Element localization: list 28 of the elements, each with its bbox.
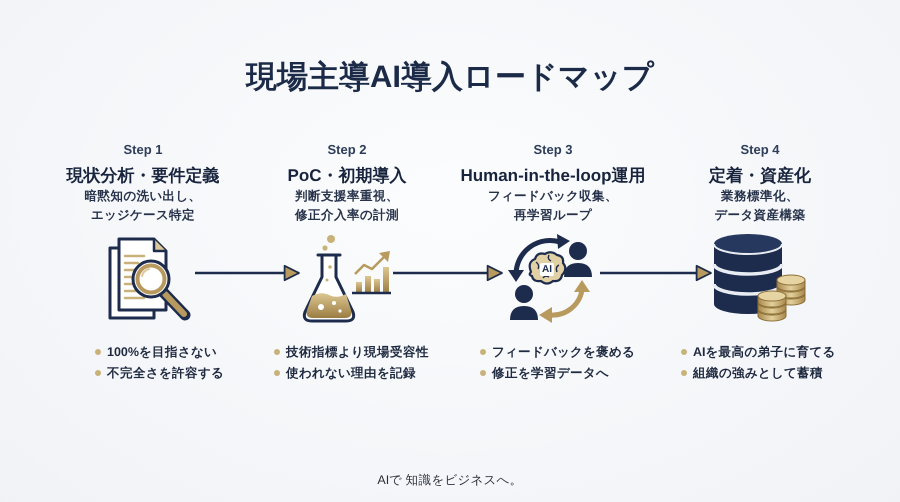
database-coins-icon — [712, 232, 808, 324]
arrow — [393, 264, 503, 282]
tagline: AIで 知識をビジネスへ。 — [377, 472, 523, 489]
bullet-text: 組織の強みとして蓄積 — [693, 365, 823, 382]
flask-chart-icon — [300, 234, 392, 324]
bullet-text: 技術指標より現場受容性 — [286, 344, 429, 361]
step-title: 定着・資産化 — [709, 165, 811, 186]
bullet-text: AIを最高の弟子に育てる — [693, 344, 836, 361]
brain-label: AI — [540, 263, 554, 276]
bullet-text: 不完全さを許容する — [107, 365, 224, 382]
step-description: 暗黙知の洗い出し、エッジケース特定 — [84, 188, 202, 224]
step-title: 現状分析・要件定義 — [66, 165, 220, 186]
bullet-text: フィードバックを褒める — [492, 344, 635, 361]
arrow — [600, 264, 712, 282]
step-label: Step 1 — [124, 142, 162, 158]
step-title: Human-in-the-loop運用 — [460, 165, 646, 186]
bullet-text: 修正を学習データへ — [492, 365, 609, 382]
arrow — [195, 264, 300, 282]
step-description: 業務標準化、データ資産構築 — [714, 188, 806, 224]
step-label: Step 2 — [328, 142, 366, 158]
bullet-text: 100%を目指さない — [107, 344, 217, 361]
page-title: 現場主導AI導入ロードマップ — [246, 58, 654, 96]
step-label: Step 3 — [534, 142, 572, 158]
step-label: Step 4 — [740, 142, 780, 158]
bullet-text: 使われない理由を記録 — [286, 365, 416, 382]
step-description: 判断支援率重視、修正介入率の計測 — [295, 188, 399, 224]
step-description: フィードバック収集、再学習ループ — [488, 188, 618, 224]
step-title: PoC・初期導入 — [288, 165, 406, 186]
